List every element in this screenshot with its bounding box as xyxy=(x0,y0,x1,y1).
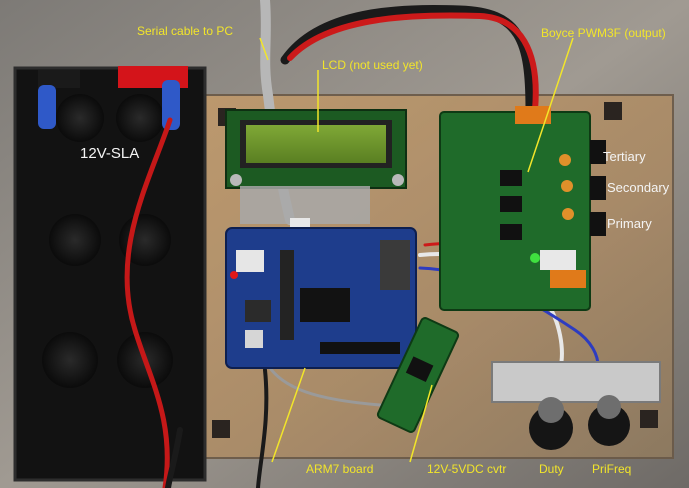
annotation-lines xyxy=(259,37,574,463)
ribbon-cable xyxy=(240,186,370,234)
converter-board xyxy=(376,317,460,433)
label-prifreq: PriFreq xyxy=(592,462,632,476)
arm7-board xyxy=(225,227,417,369)
label-battery: 12V-SLA xyxy=(80,145,140,162)
mcu-chip xyxy=(300,288,350,322)
label-secondary: Secondary xyxy=(607,180,670,195)
led-secondary xyxy=(590,176,606,200)
led-tertiary xyxy=(590,140,606,164)
label-lcd: LCD (not used yet) xyxy=(322,58,423,72)
battery-terminal-positive xyxy=(162,80,180,130)
lcd-module xyxy=(225,109,407,189)
label-arm7: ARM7 board xyxy=(306,462,374,476)
prifreq-knob xyxy=(588,404,630,446)
label-converter: 12V-5VDC cvtr xyxy=(427,462,507,476)
label-primary: Primary xyxy=(607,216,652,231)
battery xyxy=(13,66,207,482)
label-duty: Duty xyxy=(539,462,564,476)
control-panel xyxy=(491,361,661,450)
lcd-screen xyxy=(246,125,386,163)
pwm3f-board xyxy=(439,106,606,311)
label-serial-cable: Serial cable to PC xyxy=(137,24,234,38)
battery-terminal-negative xyxy=(38,85,56,129)
label-boyce: Boyce PWM3F (output) xyxy=(541,26,666,40)
label-tertiary: Tertiary xyxy=(603,149,646,164)
duty-knob xyxy=(529,406,573,450)
led-primary xyxy=(590,212,606,236)
